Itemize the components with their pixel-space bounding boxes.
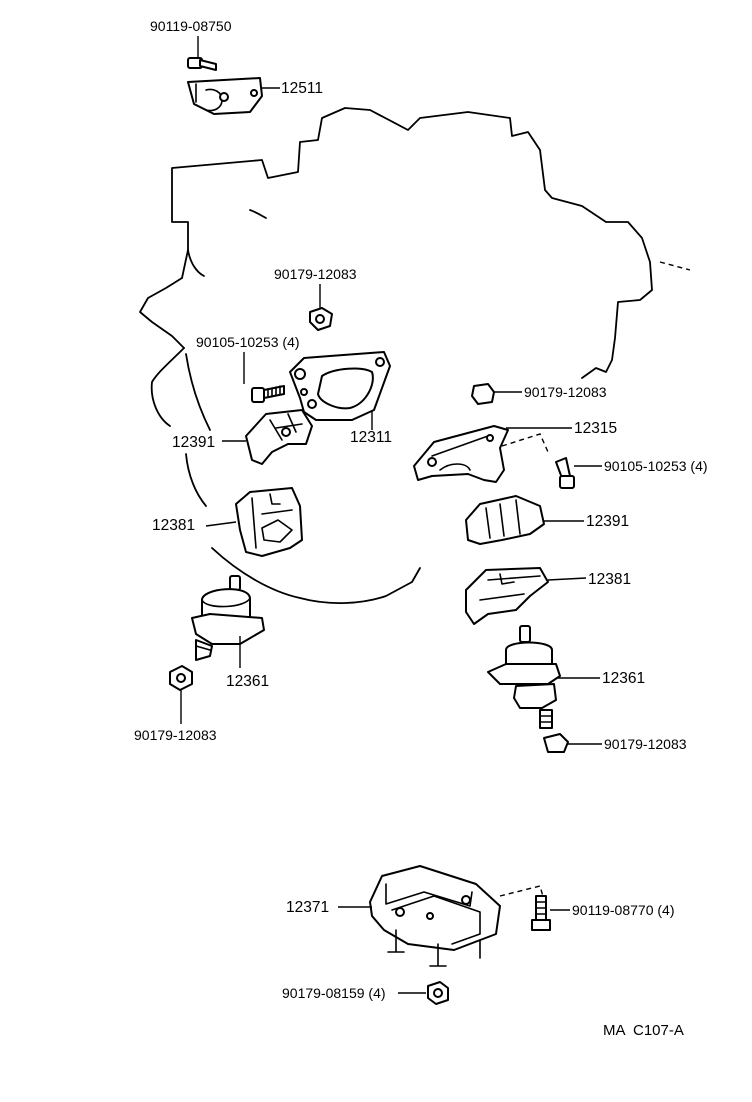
insulator-left-mid-icon bbox=[205, 487, 303, 557]
engine-outline bbox=[139, 107, 691, 604]
label-bolt-top: 90119-08750 bbox=[150, 18, 232, 34]
insulator-right-upper-icon bbox=[465, 495, 584, 545]
label-bolt-right: 90105-10253 (4) bbox=[604, 458, 708, 474]
label-mount-rear: 12371 bbox=[286, 899, 329, 916]
insulator-right-mid-icon bbox=[465, 567, 587, 625]
label-nut-right-upper: 90179-12083 bbox=[524, 384, 607, 400]
label-nut-upper-center: 90179-12083 bbox=[274, 266, 357, 282]
mount-right-icon bbox=[487, 625, 600, 729]
label-insulator-right-upper: 12391 bbox=[586, 513, 629, 530]
bolt-right-icon bbox=[555, 457, 602, 489]
bolt-left-icon bbox=[251, 385, 285, 403]
mount-plate-icon bbox=[289, 351, 391, 430]
label-bracket-right: 12315 bbox=[574, 420, 617, 437]
bracket-top-icon bbox=[187, 77, 280, 115]
insulator-left-upper-icon bbox=[222, 409, 313, 465]
bracket-right-icon bbox=[413, 425, 572, 483]
mount-left-icon bbox=[191, 575, 265, 668]
nut-right-upper-icon bbox=[471, 383, 522, 405]
label-insulator-left-upper: 12391 bbox=[172, 434, 215, 451]
label-insulator-right-mid: 12381 bbox=[588, 571, 631, 588]
label-bracket-top: 12511 bbox=[281, 80, 323, 97]
label-bolt-rear: 90119-08770 (4) bbox=[572, 902, 674, 918]
label-mount-left: 12361 bbox=[226, 673, 269, 690]
nut-right-lower-icon bbox=[543, 733, 602, 753]
bolt-rear-icon bbox=[531, 895, 570, 931]
diagram-reference-code: MA C107-A bbox=[603, 1022, 684, 1039]
label-nut-right-lower: 90179-12083 bbox=[604, 736, 687, 752]
label-bolt-left: 90105-10253 (4) bbox=[196, 334, 300, 350]
label-nut-left-bottom: 90179-12083 bbox=[134, 727, 217, 743]
label-mount-right: 12361 bbox=[602, 670, 645, 687]
label-nut-rear: 90179-08159 (4) bbox=[282, 985, 386, 1001]
nut-rear-icon bbox=[427, 981, 449, 1005]
nut-upper-center-icon bbox=[309, 307, 333, 331]
mount-rear-icon bbox=[338, 865, 545, 967]
bolt-top-icon bbox=[187, 36, 217, 71]
nut-left-bottom-icon bbox=[169, 665, 193, 724]
label-insulator-left-mid: 12381 bbox=[152, 517, 195, 534]
label-plate-center: 12311 bbox=[350, 429, 392, 446]
